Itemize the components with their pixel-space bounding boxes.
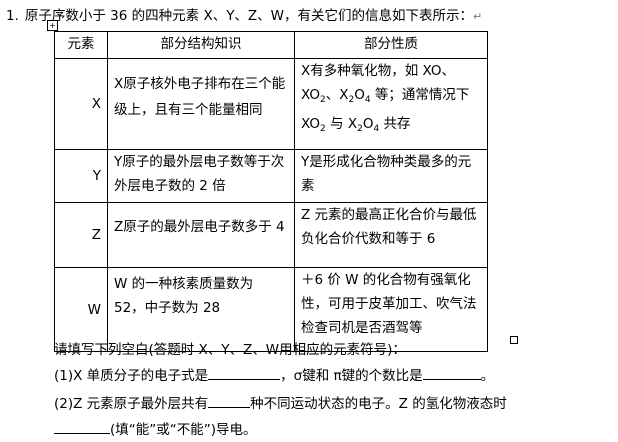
header-structure: 部分结构知识 [107, 31, 295, 59]
table-row: Z Z原子的最外层电子数多于 4 Z 元素的最高正化合价与最低负化合价代数和等于… [54, 202, 488, 268]
answer-blank-2[interactable] [422, 366, 481, 380]
structure-cell: Z原子的最外层电子数多于 4 [107, 202, 295, 268]
header-element: 元素 [54, 31, 108, 59]
element-cell: Y [54, 149, 108, 203]
table-row: X X原子核外电子排布在三个能级上，且有三个能量相同 X有多种氧化物，如 XO、… [54, 58, 488, 150]
structure-cell: Y原子的最外层电子数等于次外层电子数的 2 倍 [107, 149, 295, 203]
question-stem: 1. 原子序数小于 36 的四种元素 X、Y、Z、W，有关它们的信息如下表所示：↵ [6, 4, 482, 24]
property-cell: ＋6 价 W 的化合物有强氧化性，可用于皮革加工、吹气法检查司机是否酒驾等 [294, 267, 488, 352]
element-cell: X [54, 58, 108, 150]
element-info-table: 元素 部分结构知识 部分性质 X X原子核外电子排布在三个能级上，且有三个能量相… [54, 31, 488, 352]
answer-blank-1[interactable] [208, 366, 281, 380]
structure-cell: W 的一种核素质量数为 52，中子数为 28 [107, 267, 295, 352]
property-cell: Z 元素的最高正化合价与最低负化合价代数和等于 6 [294, 202, 488, 268]
paragraph-mark-icon: ↵ [473, 10, 483, 23]
instruction-text: 请填写下列空白(答题时 X、Y、Z、W用相应的元素符号)： [54, 342, 406, 358]
property-cell: X有多种氧化物，如 XO、XO2、X2O4 等；通常情况下 XO2 与 X2O4… [294, 58, 488, 150]
table-header-row: 元素 部分结构知识 部分性质 [54, 31, 488, 59]
property-cell: Y是形成化合物种类最多的元素 [294, 149, 488, 203]
structure-cell: X原子核外电子排布在三个能级上，且有三个能量相同 [107, 58, 295, 150]
header-property: 部分性质 [294, 31, 488, 59]
answer-blank-4[interactable] [54, 420, 110, 434]
table-move-handle-icon[interactable]: + [47, 20, 58, 31]
question-number: 1. [6, 8, 19, 24]
table-resize-handle-icon[interactable] [510, 336, 518, 344]
answer-blank-3[interactable] [208, 394, 251, 408]
sub-question-2-continued: (填“能”或“不能”)导电。 [54, 418, 257, 438]
table-row: Y Y原子的最外层电子数等于次外层电子数的 2 倍 Y是形成化合物种类最多的元素 [54, 149, 488, 203]
sub-question-2: (2)Z 元素原子最外层共有种不同运动状态的电子。Z 的氢化物液态时 [54, 394, 507, 412]
question-text: 原子序数小于 36 的四种元素 X、Y、Z、W，有关它们的信息如下表所示： [24, 8, 474, 24]
table-row: W W 的一种核素质量数为 52，中子数为 28 ＋6 价 W 的化合物有强氧化… [54, 267, 488, 352]
sub-question-1: (1)X 单质分子的电子式是，σ键和 π键的个数比是。 [54, 366, 495, 384]
element-cell: Z [54, 202, 108, 268]
element-cell: W [54, 267, 108, 352]
